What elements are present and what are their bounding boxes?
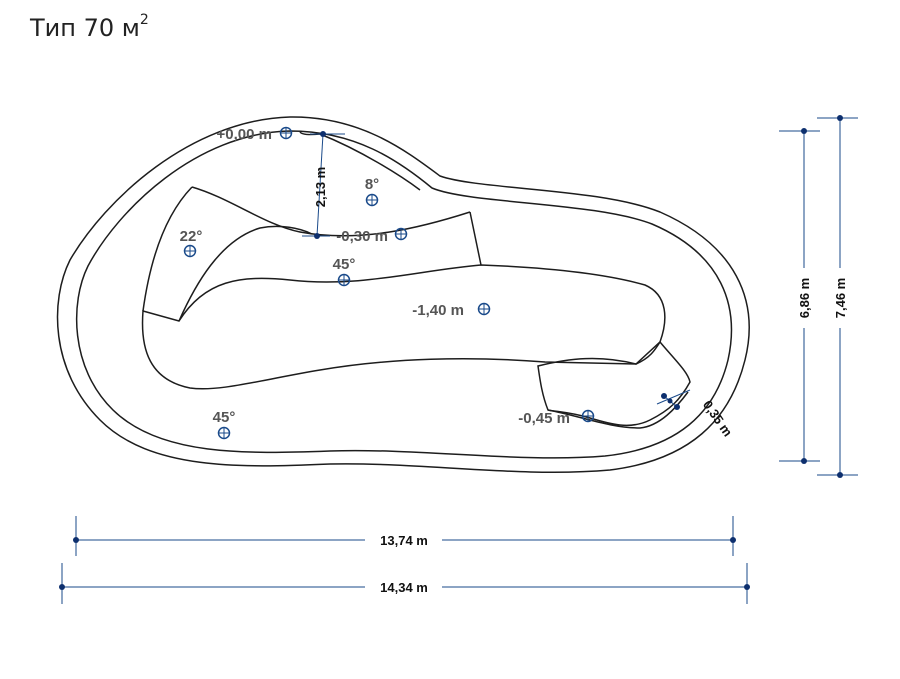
dimension-outer-length: 14,34 m (59, 563, 750, 604)
level-marker-deep: -1,40 m (412, 302, 491, 319)
title-text: Тип 70 м (30, 14, 140, 42)
slope-inner-edge (178, 225, 313, 322)
dimension-label-outer-width: 7,46 m (833, 278, 848, 318)
pool-inner-outline (75, 130, 733, 459)
dimension-label-rim: 0,35 m (700, 398, 736, 440)
dimension-label-shelf-depth: 2,13 m (313, 167, 328, 207)
level-marker-top: +0,00 m (217, 126, 293, 143)
dimension-label-inner-width: 6,86 m (797, 278, 812, 318)
slope-label-c: 45° (333, 256, 356, 273)
level-label-step: -0,45 m (518, 410, 570, 427)
slope-marker-b: 22° (180, 228, 203, 258)
dimension-label-outer-length: 14,34 m (380, 580, 428, 595)
page-title: Тип 70 м2 (30, 12, 149, 42)
pool-outer-outline (56, 116, 750, 473)
slope-marker-a: 8° (365, 176, 379, 207)
slope-label-b: 22° (180, 228, 203, 245)
level-marker-shelf: -0,30 m (336, 227, 408, 245)
deep-zone-outline (141, 264, 666, 390)
slope-marker-d: 45° (213, 409, 236, 440)
shelf-boundary (299, 131, 421, 191)
dimension-shelf-depth: 2,13 m (302, 131, 345, 239)
level-marker-step: -0,45 m (518, 409, 595, 427)
shelf-edge (191, 186, 471, 237)
title-superscript: 2 (139, 12, 149, 28)
slope-label-d: 45° (213, 409, 236, 426)
level-label-top: +0,00 m (217, 126, 272, 143)
slope-label-a: 8° (365, 176, 379, 193)
shelf-right-wall (469, 211, 482, 266)
level-label-deep: -1,40 m (412, 302, 464, 319)
slope-marker-c: 45° (333, 256, 356, 287)
level-label-shelf: -0,30 m (336, 228, 388, 245)
dimension-outer-width: 7,46 m (817, 115, 858, 478)
dimension-label-inner-length: 13,74 m (380, 533, 428, 548)
slope-left-edge (142, 186, 193, 312)
dimension-inner-length: 13,74 m (73, 516, 736, 556)
dimension-inner-width: 6,86 m (779, 128, 820, 464)
